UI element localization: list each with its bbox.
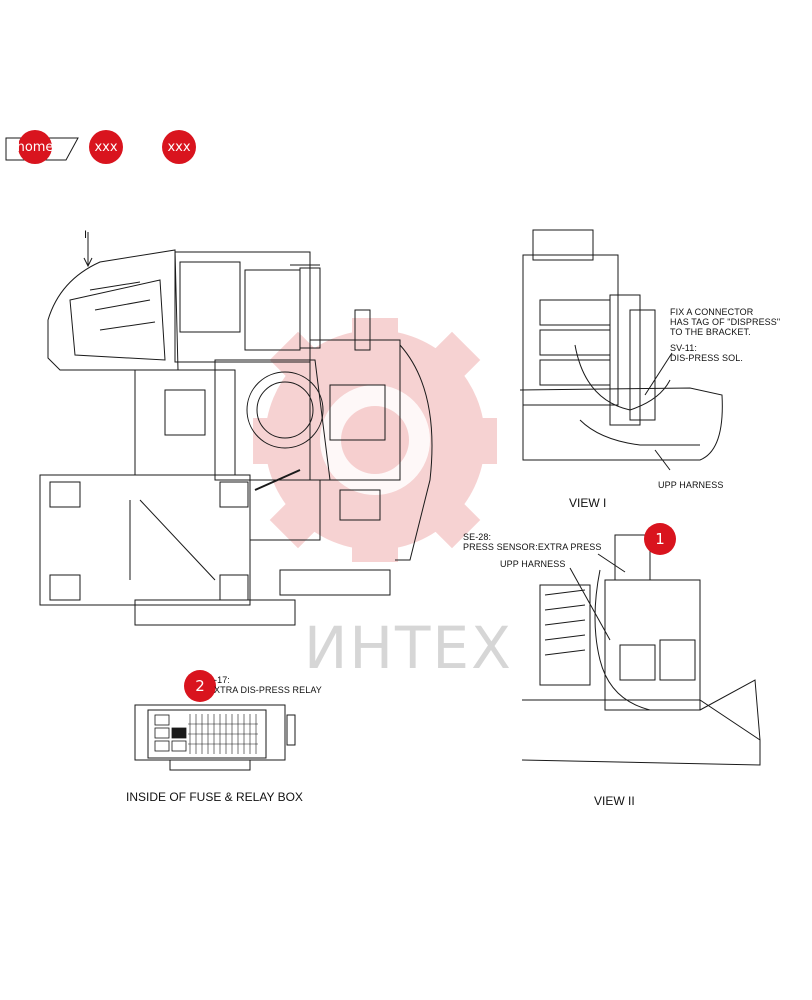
nav-button-2[interactable]: xxx <box>89 130 123 164</box>
relay-label-line-2: XTRA DIS-PRESS RELAY <box>214 685 322 695</box>
fuse-box-caption: INSIDE OF FUSE & RELAY BOX <box>126 790 303 804</box>
fix-connector-line-2: HAS TAG OF "DISPRESS" <box>670 317 781 327</box>
upp-harness-label-2: UPP HARNESS <box>500 559 566 569</box>
se28-label-line-2: PRESS SENSOR:EXTRA PRESS <box>463 542 602 552</box>
se28-label-line-1: SE-28: <box>463 532 492 542</box>
watermark-text: ИНТЕХ <box>304 614 513 682</box>
callout-2[interactable]: 2 <box>184 670 216 702</box>
relay-label-line-1: -17: <box>214 675 230 685</box>
upp-harness-label-1: UPP HARNESS <box>658 480 724 490</box>
view-marker-label: I <box>84 229 88 241</box>
sv11-label-line-2: DIS-PRESS SOL. <box>670 353 743 363</box>
fix-connector-line-1: FIX A CONNECTOR <box>670 307 754 317</box>
view-2-caption: VIEW II <box>594 794 635 808</box>
nav-button-3[interactable]: xxx <box>162 130 196 164</box>
sv11-label-line-1: SV-11: <box>670 343 697 353</box>
view-1-caption: VIEW I <box>569 496 607 510</box>
fix-connector-line-3: TO THE BRACKET. <box>670 327 751 337</box>
callout-1[interactable]: 1 <box>644 523 676 555</box>
home-button[interactable]: home <box>17 130 53 164</box>
